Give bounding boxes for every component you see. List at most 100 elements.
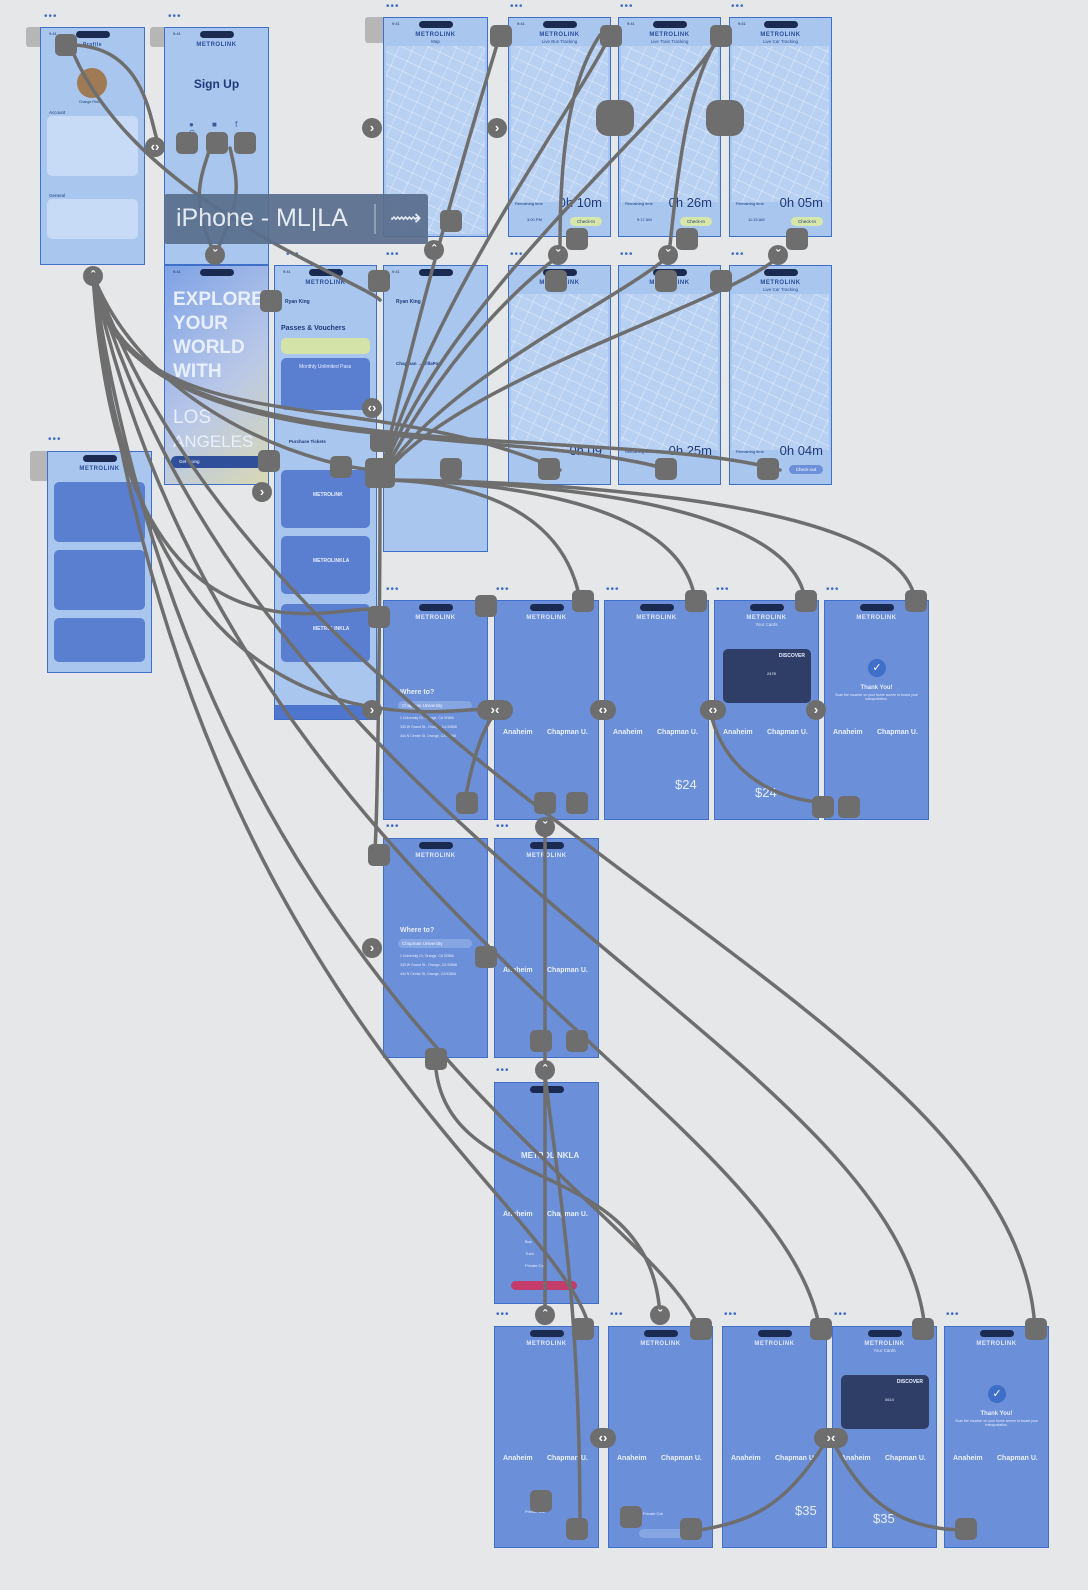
connector-handle[interactable] bbox=[655, 270, 677, 292]
chevron-split-icon[interactable]: ‹› bbox=[362, 398, 382, 418]
chevron-right-icon[interactable]: › bbox=[362, 700, 382, 720]
frame-menu-dots[interactable]: ••• bbox=[946, 1309, 960, 1320]
chevron-right-icon[interactable]: › bbox=[362, 938, 382, 958]
screen-car-tracking[interactable]: 9:41 METROLINK Live Car Tracking Remaini… bbox=[729, 17, 832, 237]
account-settings-list[interactable] bbox=[47, 116, 138, 176]
connector-handle[interactable] bbox=[566, 792, 588, 814]
connector-handle[interactable] bbox=[685, 590, 707, 612]
connector-handle[interactable] bbox=[710, 25, 732, 47]
pass-card[interactable] bbox=[281, 338, 370, 354]
chevron-split-icon[interactable]: ›‹ bbox=[814, 1428, 848, 1448]
get-going-button[interactable]: Get Going bbox=[171, 456, 262, 468]
connector-handle[interactable] bbox=[795, 590, 817, 612]
credit-card[interactable]: DISCOVER 2478 bbox=[723, 649, 811, 703]
connector-handle[interactable] bbox=[545, 270, 567, 292]
screen-route-home[interactable]: 9:41 Ryan King Chapman → VillaPark bbox=[383, 265, 488, 552]
connector-handle[interactable] bbox=[710, 270, 732, 292]
screen-train-trip[interactable]: METROLINK Anaheim Chapman U. bbox=[494, 838, 599, 1058]
connector-handle[interactable] bbox=[440, 458, 462, 480]
connector-handle[interactable] bbox=[572, 1318, 594, 1340]
option-train[interactable]: Train bbox=[525, 1251, 534, 1256]
train-ticket-card[interactable]: METROLINKLA bbox=[281, 536, 370, 594]
chevron-right-icon[interactable]: › bbox=[252, 482, 272, 502]
screen-bus-fare[interactable]: METROLINK Anaheim Chapman U. $24 bbox=[604, 600, 709, 820]
connector-handle[interactable] bbox=[206, 132, 228, 154]
connector-handle[interactable] bbox=[812, 796, 834, 818]
car-ticket-card[interactable]: METROLINKLA bbox=[281, 604, 370, 662]
train-ticket-card[interactable] bbox=[54, 550, 145, 610]
chevron-split-icon[interactable]: ‹› bbox=[700, 700, 726, 720]
bus-ticket-card[interactable]: METROLINK bbox=[281, 470, 370, 528]
frame-menu-dots[interactable]: ••• bbox=[496, 821, 510, 832]
car-ticket-card[interactable] bbox=[54, 618, 145, 662]
frame-menu-dots[interactable]: ••• bbox=[620, 1, 634, 12]
screen-car-thanks[interactable]: METROLINK ✓ Thank You! Scan the voucher … bbox=[944, 1326, 1049, 1548]
frame-menu-dots[interactable]: ••• bbox=[610, 1309, 624, 1320]
monthly-pass-card[interactable]: Monthly Unlimited Pass bbox=[281, 358, 370, 410]
frame-menu-dots[interactable]: ••• bbox=[168, 11, 182, 22]
connector-handle[interactable] bbox=[676, 228, 698, 250]
chevron-down-icon[interactable]: ˇ bbox=[205, 245, 225, 265]
connector-handle[interactable] bbox=[440, 210, 462, 232]
avatar[interactable] bbox=[77, 68, 107, 98]
frame-menu-dots[interactable]: ••• bbox=[620, 249, 634, 260]
confirm-button[interactable] bbox=[639, 1529, 685, 1538]
connector-handle[interactable] bbox=[566, 1030, 588, 1052]
connector-handle[interactable] bbox=[475, 595, 497, 617]
connector-handle[interactable] bbox=[234, 132, 256, 154]
destination-input[interactable]: Chapman University bbox=[398, 939, 472, 948]
check-in-button[interactable]: Check-In bbox=[680, 217, 712, 226]
general-settings-list[interactable] bbox=[47, 199, 138, 239]
map-view[interactable] bbox=[621, 46, 718, 202]
connector-handle[interactable] bbox=[838, 796, 860, 818]
connector-handle[interactable] bbox=[620, 1506, 642, 1528]
connector-handle[interactable] bbox=[538, 458, 560, 480]
screen-bus-cards[interactable]: METROLINK Your Cards DISCOVER 2478 Anahe… bbox=[714, 600, 819, 820]
connector-handle[interactable] bbox=[456, 792, 478, 814]
tab-bar[interactable] bbox=[275, 705, 376, 719]
change-picture-label[interactable]: Change Picture bbox=[79, 100, 104, 104]
connector-handle[interactable] bbox=[566, 228, 588, 250]
frame-menu-dots[interactable]: ••• bbox=[386, 249, 400, 260]
frame-menu-dots[interactable]: ••• bbox=[44, 11, 58, 22]
frame-menu-dots[interactable]: ••• bbox=[731, 1, 745, 12]
connector-handle[interactable] bbox=[655, 458, 677, 480]
frame-menu-dots[interactable]: ••• bbox=[496, 584, 510, 595]
check-out-button[interactable]: Check-out bbox=[789, 465, 823, 474]
screen-explore[interactable]: 9:41 EXPLORE YOUR WORLD WITH LOS ANGELES… bbox=[164, 265, 269, 485]
screen-profile[interactable]: 9:41 Profile Change Picture Account Gene… bbox=[40, 27, 145, 265]
connector-handle[interactable] bbox=[176, 132, 198, 154]
chevron-down-icon[interactable]: ˇ bbox=[650, 1305, 670, 1325]
result-3[interactable]: 444 N Center St, Orange, CA 92866 bbox=[400, 972, 457, 976]
chevron-split-icon[interactable]: ‹› bbox=[145, 137, 165, 157]
connector-handle[interactable] bbox=[690, 1318, 712, 1340]
connector-handle[interactable] bbox=[786, 228, 808, 250]
link-icon[interactable]: ⟿ bbox=[390, 205, 422, 230]
map-view[interactable] bbox=[732, 294, 829, 450]
frame-menu-dots[interactable]: ••• bbox=[510, 1, 524, 12]
connector-handle[interactable] bbox=[368, 606, 390, 628]
result-1[interactable]: 1 University Dr, Orange, CA 92866 bbox=[400, 954, 454, 958]
frame-menu-dots[interactable]: ••• bbox=[606, 584, 620, 595]
connector-handle[interactable] bbox=[955, 1518, 977, 1540]
option-private-car[interactable]: Private Car bbox=[643, 1511, 664, 1516]
connector-handle[interactable] bbox=[330, 456, 352, 478]
connector-handle[interactable] bbox=[530, 1030, 552, 1052]
chevron-right-icon[interactable]: › bbox=[487, 118, 507, 138]
frame-menu-dots[interactable]: ••• bbox=[386, 1, 400, 12]
credit-card[interactable]: DISCOVER 0614 bbox=[841, 1375, 929, 1429]
connector-handle[interactable] bbox=[810, 1318, 832, 1340]
chevron-up-icon[interactable]: ˆ bbox=[535, 1060, 555, 1080]
social-login-icons[interactable]: ● ■ f G bbox=[189, 120, 246, 138]
result-1[interactable]: 1 University Dr, Orange, CA 92866 bbox=[400, 716, 454, 720]
chevron-down-icon[interactable]: ˇ bbox=[768, 245, 788, 265]
purchase-tickets-label[interactable]: Purchase Tickets bbox=[289, 439, 326, 444]
result-2[interactable]: 333 W Grand St., Orange, CA 92866 bbox=[400, 725, 458, 729]
result-3[interactable]: 444 N Center St, Orange, CA 92866 bbox=[400, 734, 457, 738]
screen-train-unavailable[interactable]: METROLINKLA Anaheim Chapman U. Bus Train… bbox=[494, 1082, 599, 1304]
frame-menu-dots[interactable]: ••• bbox=[286, 249, 300, 260]
connector-handle[interactable] bbox=[572, 590, 594, 612]
check-in-button[interactable]: Check-In bbox=[791, 217, 823, 226]
screen-car-trip[interactable]: METROLINK Anaheim Chapman U. Private Car bbox=[494, 1326, 599, 1548]
screen-where-to[interactable]: METROLINK Where to? Chapman University 1… bbox=[383, 600, 488, 820]
